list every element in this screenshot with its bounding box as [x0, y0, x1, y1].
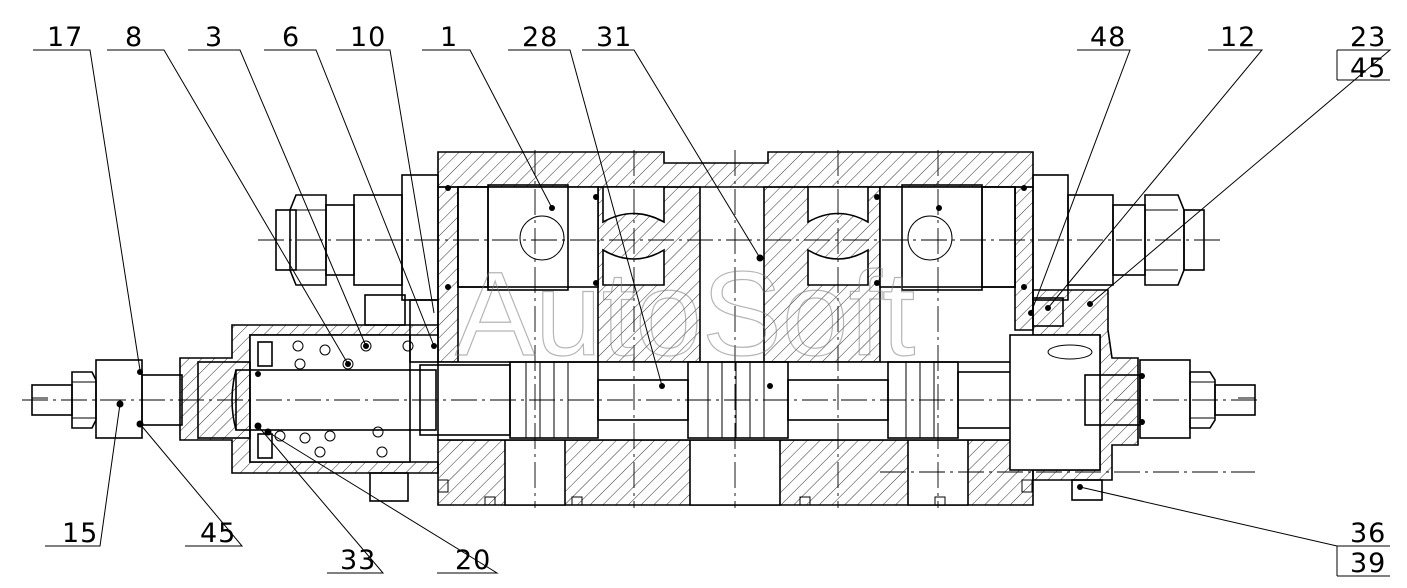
callout-10: 10 — [350, 22, 386, 53]
upper-bore — [445, 184, 1027, 291]
callout-39: 39 — [1350, 548, 1386, 579]
upper-right-plug — [1032, 174, 1205, 301]
callout-6: 6 — [282, 22, 300, 53]
callout-45-left: 45 — [200, 518, 236, 549]
leader-lines — [33, 49, 1392, 577]
callout-28: 28 — [522, 22, 558, 53]
callout-15: 15 — [62, 518, 98, 549]
callout-48: 48 — [1090, 22, 1126, 53]
callout-33: 33 — [340, 545, 376, 576]
callout-31: 31 — [596, 22, 632, 53]
callout-1: 1 — [440, 22, 458, 53]
callout-23: 23 — [1350, 22, 1386, 53]
left-spring-housing — [179, 294, 439, 502]
watermark-text: AutoSoft — [455, 247, 915, 381]
callout-3: 3 — [205, 22, 223, 53]
callout-45-right: 45 — [1350, 53, 1386, 84]
callout-8: 8 — [125, 22, 143, 53]
callout-12: 12 — [1220, 22, 1256, 53]
centre-lines — [22, 150, 1262, 508]
callout-labels: 17 8 3 6 10 1 28 31 48 12 23 45 15 45 33… — [47, 22, 1386, 579]
left-adjusting-screw — [31, 359, 183, 439]
right-adjusting-screw — [1084, 359, 1256, 439]
valve-body — [437, 151, 1034, 506]
callout-17: 17 — [47, 22, 83, 53]
callout-36: 36 — [1350, 518, 1386, 549]
callout-20: 20 — [455, 545, 491, 576]
